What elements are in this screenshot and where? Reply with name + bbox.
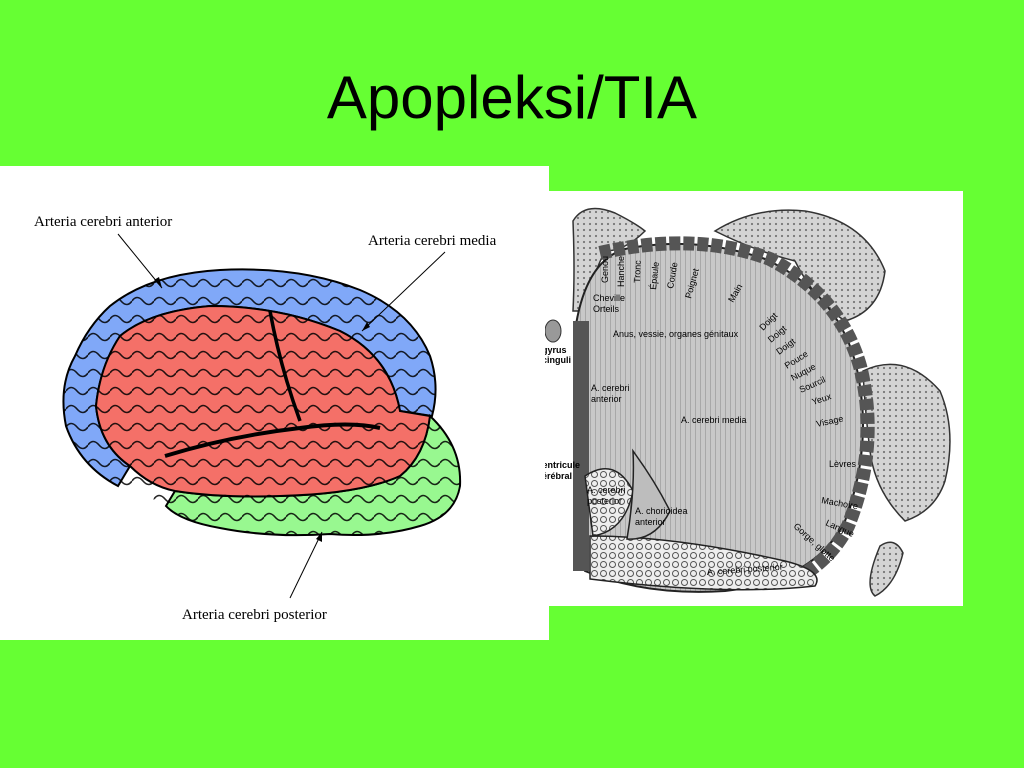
homunculus-hand: [713, 209, 886, 322]
part-levres: Lèvres: [829, 459, 857, 469]
label-acer-media: A. cerebri media: [681, 415, 747, 425]
part-genou: Genou: [600, 256, 610, 283]
slide-title: Apopleksi/TIA: [326, 64, 698, 131]
part-tronc: Tronc: [632, 260, 643, 284]
homunculus-face: [862, 363, 951, 522]
label-anterior: Arteria cerebri anterior: [34, 214, 172, 230]
label-gyrus-2: cinguli: [545, 355, 571, 365]
label-acer-ant-2: anterior: [591, 394, 622, 404]
label-ventricle-2: cérébral: [545, 471, 572, 481]
label-orteils: Orteils: [593, 304, 620, 314]
homunculus-diagram: Genou Hanche Tronc Épaule Coude Poignet …: [545, 191, 963, 606]
brain-territory-diagram: Arteria cerebri anterior Arteria cerebri…: [0, 166, 549, 640]
homunculus-tongue: [869, 541, 904, 597]
label-choroid-1: A. chorioidea: [635, 506, 688, 516]
part-coude: Coude: [665, 261, 679, 289]
label-media: Arteria cerebri media: [368, 233, 497, 249]
label-ventricle-1: Ventricule: [545, 460, 580, 470]
label-acer-ant-1: A. cerebri: [591, 383, 630, 393]
label-gyrus-1: gyrus: [545, 345, 567, 355]
part-hanche: Hanche: [616, 256, 626, 287]
label-acer-post-2: posterior: [587, 496, 622, 506]
part-epaule: Épaule: [648, 261, 661, 290]
gyrus-knob: [545, 319, 562, 343]
label-acer-post-1: A. cerebri: [587, 485, 626, 495]
label-posterior: Arteria cerebri posterior: [182, 607, 327, 623]
label-cheville: Cheville: [593, 293, 625, 303]
label-anus: Anus, vessie, organes génitaux: [613, 329, 739, 339]
label-choroid-2: anterior: [635, 517, 666, 527]
